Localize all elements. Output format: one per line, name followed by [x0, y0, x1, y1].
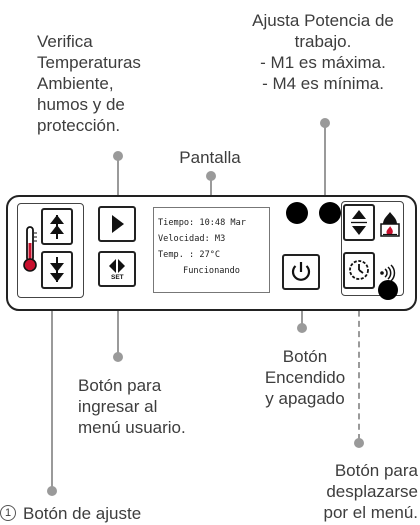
power-level-button[interactable] — [343, 204, 375, 241]
up-down-arrow-icon — [351, 210, 367, 235]
receiver-indicator — [378, 280, 398, 300]
adjust-number-badge: 1 — [0, 505, 16, 521]
screen-display: Tiempo: 10:48 Mar Velocidad: M3 Temp. : … — [153, 207, 270, 293]
temp-up-button[interactable] — [41, 208, 73, 245]
power-icon — [291, 262, 311, 281]
temperature-button-group — [17, 203, 84, 298]
callout-temperatures: Verifica Temperaturas Ambiente, humos y … — [37, 32, 141, 135]
display-line-temp: Temp. : 27°C — [158, 250, 221, 260]
display-line-speed: Velocidad: M3 — [158, 234, 226, 244]
leader-line-power — [324, 127, 326, 197]
indicator-light-2 — [319, 202, 341, 224]
scroll-menu-button[interactable] — [343, 252, 375, 289]
left-right-arrows-icon — [109, 259, 125, 273]
leader-line-adjust — [51, 296, 53, 488]
double-up-arrow-icon — [50, 215, 64, 239]
callout-menu-user: Botón para ingresar al menú usuario. — [78, 376, 186, 437]
leader-line-screen — [210, 180, 212, 208]
flame-stove-icon — [379, 210, 401, 238]
display-line-time: Tiempo: 10:48 Mar — [158, 218, 246, 228]
leader-line-temperatures — [117, 160, 119, 196]
power-button[interactable] — [282, 254, 320, 290]
leader-dot-menu-user — [113, 352, 123, 362]
leader-dot-temperatures — [113, 151, 123, 161]
leader-line-scroll — [358, 290, 360, 440]
leader-dot-scroll — [354, 438, 364, 448]
leader-line-menu-user — [117, 288, 119, 354]
leader-dot-onoff — [297, 323, 307, 333]
temp-down-button[interactable] — [41, 251, 73, 289]
callout-adjust: Botón de ajuste — [23, 504, 142, 523]
callout-scroll: Botón para desplazarse por el menú. — [323, 461, 419, 522]
adjust-number: 1 — [4, 507, 12, 519]
double-down-arrow-icon — [50, 257, 64, 282]
leader-dot-power — [320, 118, 330, 128]
leader-dot-adjust — [47, 486, 57, 496]
play-icon — [112, 215, 124, 233]
thermometer-icon — [23, 225, 39, 273]
callout-screen: Pantalla — [179, 148, 241, 167]
indicator-light-1 — [286, 202, 308, 224]
clock-icon — [349, 260, 369, 280]
power-level-button-group — [341, 201, 404, 296]
callout-power: Ajusta Potencia de trabajo. - M1 es máxi… — [252, 11, 394, 93]
callout-onoff: Botón Encendido y apagado — [264, 347, 346, 408]
set-button[interactable]: SET — [98, 251, 136, 287]
verify-temperatures-button[interactable] — [98, 206, 136, 242]
set-label: SET — [111, 274, 124, 281]
display-line-status: Funcionando — [183, 266, 240, 276]
leader-dot-screen — [206, 171, 216, 181]
